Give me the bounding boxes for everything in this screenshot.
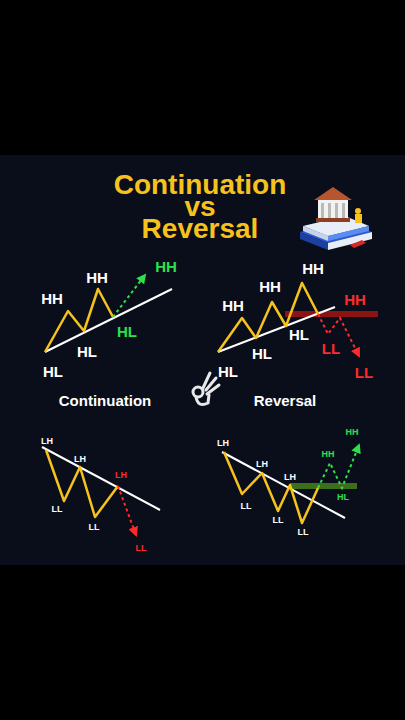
swing-label: LL bbox=[136, 544, 147, 553]
swing-label: LH bbox=[284, 473, 296, 482]
swing-label: HH bbox=[41, 291, 63, 306]
swing-label: HH bbox=[155, 259, 177, 274]
swing-label: LH bbox=[115, 471, 127, 480]
swing-label: LH bbox=[41, 437, 53, 446]
swing-label: HH bbox=[259, 279, 281, 294]
swing-label: LH bbox=[256, 460, 268, 469]
swing-label: LH bbox=[217, 439, 229, 448]
bank-icon bbox=[300, 187, 372, 250]
swing-label: LL bbox=[241, 502, 252, 511]
swing-label: HL bbox=[117, 324, 137, 339]
swing-label: HH bbox=[322, 450, 335, 459]
swing-label: HL bbox=[77, 344, 97, 359]
title: Continuation vs Reversal bbox=[90, 174, 310, 240]
uptrend-reversal-chart bbox=[218, 283, 378, 356]
uptrend-continuation-chart bbox=[45, 275, 172, 352]
swing-label: HH bbox=[86, 270, 108, 285]
swing-label: HL bbox=[218, 364, 238, 379]
chart-caption: Continuation bbox=[59, 393, 151, 408]
swing-label: HL bbox=[43, 364, 63, 379]
swing-label: LL bbox=[355, 365, 373, 380]
swing-label: LL bbox=[52, 505, 63, 514]
swing-label: LL bbox=[322, 341, 340, 356]
swing-label: LH bbox=[74, 455, 86, 464]
swing-label: HL bbox=[337, 493, 349, 502]
chart-caption: Reversal bbox=[254, 393, 317, 408]
swing-label: HH bbox=[302, 261, 324, 276]
swing-label: HH bbox=[346, 428, 359, 437]
swing-label: HH bbox=[222, 298, 244, 313]
downtrend-reversal-chart bbox=[222, 445, 359, 523]
swing-label: HL bbox=[252, 346, 272, 361]
panel bbox=[0, 155, 405, 565]
downtrend-continuation-chart bbox=[42, 447, 160, 535]
swing-label: HL bbox=[289, 327, 309, 342]
ok-hand-icon bbox=[193, 373, 219, 405]
swing-label: LL bbox=[273, 516, 284, 525]
swing-label: LL bbox=[89, 523, 100, 532]
swing-label: HH bbox=[344, 292, 366, 307]
swing-label: LL bbox=[298, 528, 309, 537]
